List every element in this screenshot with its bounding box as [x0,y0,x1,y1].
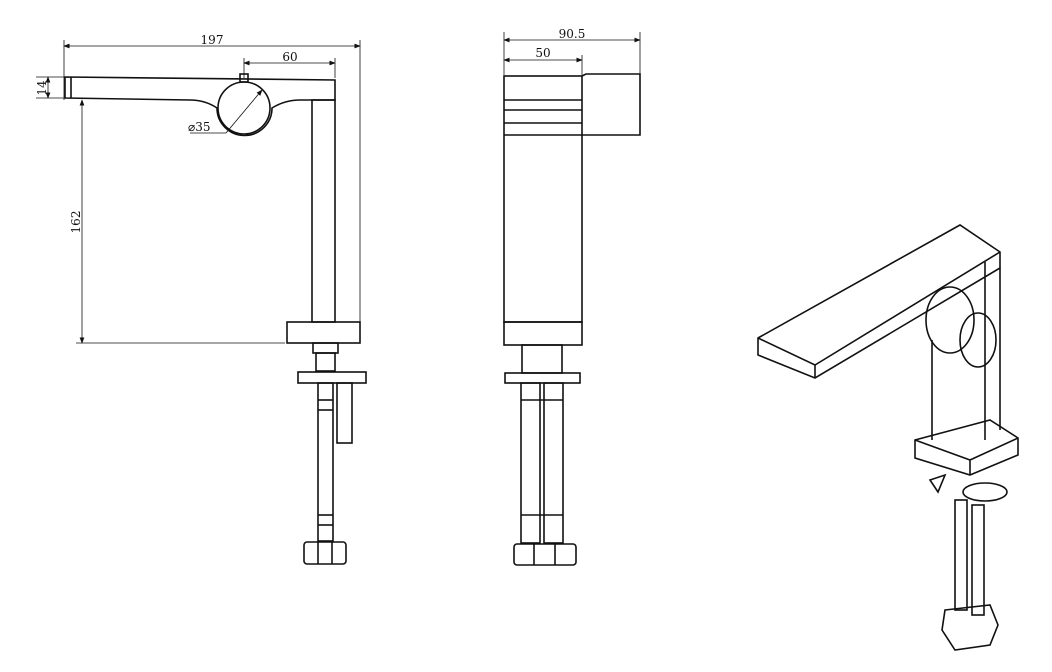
dim-overall-length: 197 [201,33,224,47]
front-dimension-lines [503,32,641,75]
dim-height: 162 [69,211,83,234]
side-view: 197 60 14 162 ⌀35 [35,33,367,565]
dim-spout-thickness: 14 [35,80,49,96]
dimension-lines [36,40,361,344]
dim-body-width: 50 [535,46,550,60]
side-faucet-body [64,73,367,565]
front-view: 90.5 50 [503,27,641,566]
dim-handle-diameter: ⌀35 [188,120,211,134]
dim-outlet-to-end: 60 [282,50,297,64]
isometric-view [757,224,1019,651]
dim-overall-width: 90.5 [559,27,586,41]
front-faucet-body [503,73,641,566]
